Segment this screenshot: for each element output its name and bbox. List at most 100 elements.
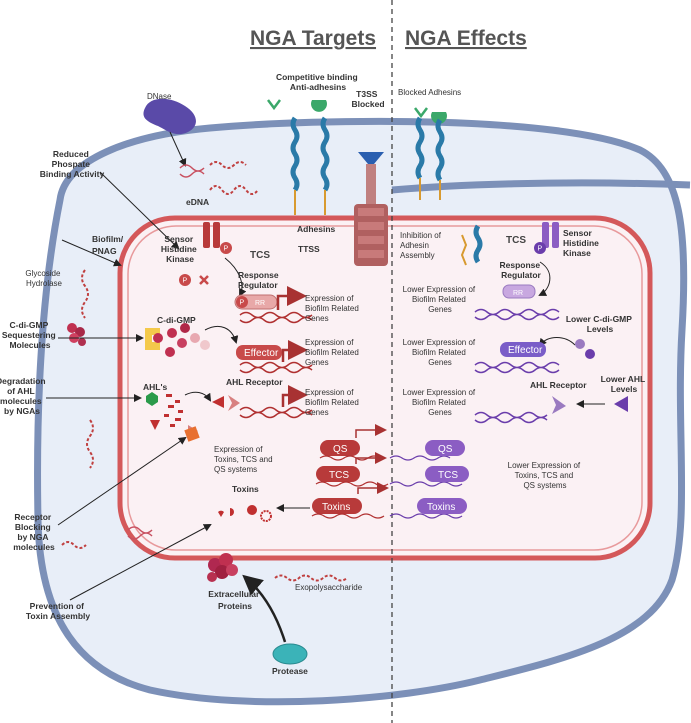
ahls-label: AHL's (143, 382, 167, 392)
edna-strand-icon (179, 164, 205, 178)
glycoside-hydrolase-icon (22, 218, 44, 262)
lower-expression-biofilm-2: Lower Expression of Biofilm Related Gene… (403, 338, 478, 367)
tcs-label-left: TCS (250, 250, 270, 261)
response-regulator-left: P RR (234, 294, 278, 310)
sensor-histidine-kinase-left: P (203, 222, 232, 254)
svg-text:Toxins: Toxins (322, 502, 350, 513)
response-regulator-right (502, 284, 536, 299)
prevention-toxin-label: Prevention of Toxin Assembly (26, 601, 91, 621)
degradation-ahl-label: Degradation of AHL molecules by NGAs (0, 376, 48, 416)
disassembled-adhesin-1 (460, 234, 468, 266)
low-cdigmp-mol-2 (585, 349, 595, 359)
qs-pill-right: QS (425, 440, 465, 456)
low-ahl-triangle-icon (614, 396, 628, 412)
ahl-receptor-label-left: AHL Receptor (226, 377, 283, 387)
protein-cluster-left (67, 323, 86, 346)
t3ss-blocked-label: T3SS Blocked (351, 89, 384, 109)
sensor-hk-label-right: Sensor Histidine Kinase (563, 228, 601, 258)
effector-right (500, 342, 546, 357)
glycoside-hydrolase-label: Glycoside Hydrolase (25, 269, 62, 288)
lower-ahl-label: Lower AHL Levels (601, 374, 648, 394)
svg-text:QS: QS (333, 444, 348, 455)
blocked-adhesins-label: Blocked Adhesins (398, 88, 461, 97)
extracellular-proteins-label: Extracellular Proteins (208, 589, 261, 611)
adhesins-label: Adhesins (297, 224, 336, 234)
ahl-receptor-left-icon (228, 395, 240, 411)
svg-text:Effector: Effector (244, 348, 279, 359)
tcs-label-right: TCS (506, 235, 526, 246)
expression-biofilm-2: Expression of Biofilm Related Genes (305, 338, 361, 367)
svg-text:TCS: TCS (438, 470, 458, 481)
svg-text:Effector: Effector (508, 345, 543, 356)
dna-biofilm-3 (239, 406, 313, 419)
adhesin-left-1 (290, 116, 300, 215)
ahl-receptor-label-right: AHL Receptor (530, 380, 587, 390)
receptor-blocking-label: Receptor Blocking by NGA molecules (13, 512, 55, 552)
dnase-label: DNase (147, 92, 172, 101)
ahl-receptor-right-icon (552, 396, 566, 414)
lower-cdigmp-label: Lower C-di-GMP Levels (566, 314, 634, 334)
disassembled-adhesin-2 (473, 224, 483, 264)
protease-icon (272, 643, 308, 665)
ttss-label: TTSS (298, 244, 320, 254)
expression-toxins-left: Expression of Toxins, TCS and QS systems (214, 445, 275, 474)
svg-text:P: P (224, 246, 229, 253)
svg-text:P: P (183, 278, 188, 285)
receptor-blocked-icon (184, 425, 200, 442)
protease-label: Protease (272, 666, 308, 676)
ahl-triangle-icon (212, 396, 224, 408)
phosphate-left (179, 274, 191, 286)
cdigmp-sequestering-label: C-di-GMP Sequestering Molecules (2, 320, 58, 350)
anti-adhesin-icons (267, 99, 327, 112)
tcs-pill-right: TCS (425, 466, 469, 482)
low-cdigmp-mol-1 (575, 339, 585, 349)
header-targets: NGA Targets (250, 27, 376, 50)
svg-text:RR: RR (513, 290, 523, 297)
effector-left (236, 345, 282, 360)
tcs-pill-left: TCS (316, 466, 360, 482)
dna-low-1 (474, 308, 560, 321)
t3ss-block-icon (358, 152, 384, 164)
response-regulator-label-left: Response Regulator (238, 270, 281, 290)
edna-label: eDNA (186, 197, 209, 207)
edna-small-icon (127, 526, 153, 540)
lower-expression-toxins: Lower Expression of Toxins, TCS and QS s… (508, 461, 583, 490)
toxins-pill-right: Toxins (417, 498, 467, 514)
qs-pill-left: QS (320, 440, 360, 456)
svg-text:P: P (240, 300, 245, 307)
phosphate-cross-icon (199, 275, 209, 285)
exopolysaccharide-label: Exopolysaccharide (295, 583, 363, 592)
biofilm-pnag-label: Biofilm/ PNAG (92, 234, 126, 256)
dna-low-2 (474, 361, 560, 374)
dna-low-3 (474, 411, 548, 424)
header-effects: NGA Effects (405, 27, 527, 50)
dnase-enzyme-icon (143, 98, 196, 135)
reduced-phosphate-label: Reduced Phospate Binding Activity (40, 149, 105, 179)
cdigmp-molecules (165, 323, 210, 357)
ahl-molecules-icon (146, 392, 183, 430)
cdigmp-sequestered-icon (145, 328, 163, 350)
lower-expression-biofilm-3: Lower Expression of Biofilm Related Gene… (403, 388, 478, 417)
sensor-histidine-kinase-right: P (534, 222, 559, 254)
expression-biofilm-1: Expression of Biofilm Related Genes (305, 294, 361, 323)
expression-biofilm-3: Expression of Biofilm Related Genes (305, 388, 361, 417)
sensor-hk-label-left: Sensor Histidine Kinase (161, 234, 199, 264)
inhibition-adhesin-label: Inhibition of Adhesin Assembly (400, 231, 443, 260)
competitive-binding-label: Competitive binding Anti-adhesins (276, 72, 360, 92)
cdigmp-label: C-di-GMP (157, 315, 196, 325)
svg-text:P: P (538, 246, 543, 253)
svg-text:Toxins: Toxins (427, 502, 455, 513)
ttss-needle (366, 164, 376, 204)
svg-text:TCS: TCS (329, 470, 349, 481)
adhesin-left-2 (320, 116, 330, 215)
lower-expression-biofilm-1: Lower Expression of Biofilm Related Gene… (403, 285, 478, 314)
toxins-pill-left: Toxins (312, 498, 362, 514)
svg-text:RR: RR (255, 300, 265, 307)
extracellular-protein-icon (207, 553, 238, 582)
dna-biofilm-2 (239, 361, 313, 374)
adhesin-right-2 (431, 112, 447, 200)
adhesin-right-1 (414, 107, 428, 200)
toxins-label: Toxins (232, 484, 259, 494)
